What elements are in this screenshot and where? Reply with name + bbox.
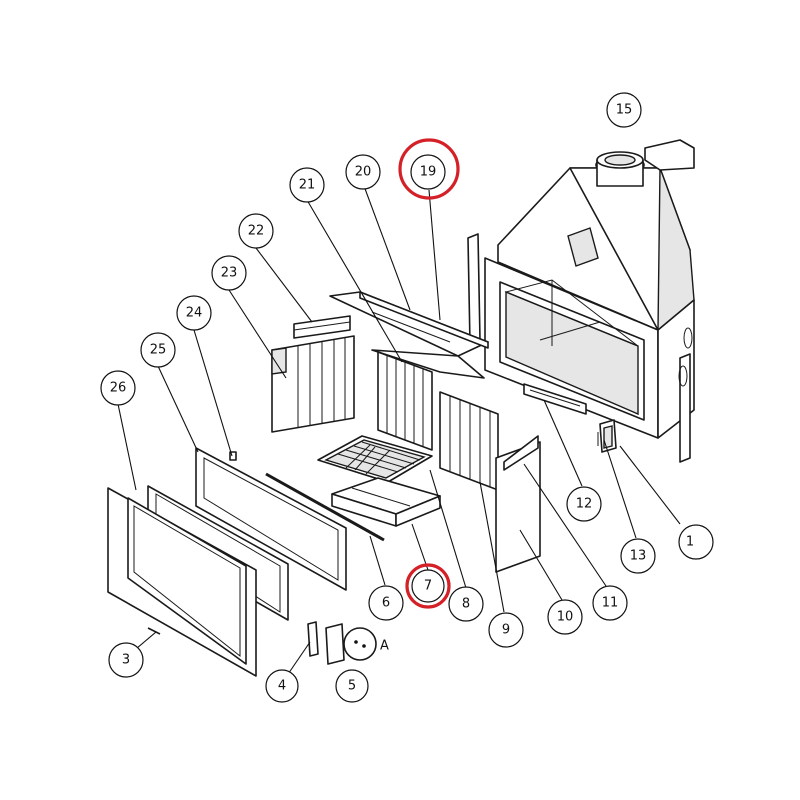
door-frame bbox=[195, 447, 347, 591]
callout-10: 10 bbox=[547, 599, 583, 635]
callout-label: 12 bbox=[576, 497, 593, 512]
leader-lines bbox=[117, 185, 681, 681]
callout-25: 25 bbox=[140, 332, 176, 368]
callout-label: 7 bbox=[424, 579, 432, 594]
fireplace-body bbox=[467, 139, 695, 463]
callout-8: 8 bbox=[448, 586, 484, 622]
callout-11: 11 bbox=[592, 585, 628, 621]
callout-9: 9 bbox=[488, 612, 524, 648]
side-panel-10 bbox=[495, 435, 541, 573]
callout-4: 4 bbox=[265, 669, 299, 703]
callout-1: 1 bbox=[678, 524, 714, 560]
callout-label: 9 bbox=[502, 623, 510, 638]
bracket-parts bbox=[523, 383, 617, 453]
callout-label: 5 bbox=[348, 679, 356, 694]
grate bbox=[317, 435, 433, 483]
callout-label: 19 bbox=[420, 165, 437, 180]
highlight-ring bbox=[405, 563, 451, 609]
callout-5: 5 bbox=[335, 669, 369, 703]
rod-part-6 bbox=[265, 472, 385, 542]
handle-parts bbox=[307, 621, 377, 665]
ash-tray bbox=[331, 477, 441, 527]
callout-label: 20 bbox=[355, 165, 372, 180]
callout-26: 26 bbox=[100, 370, 136, 406]
highlight-ring bbox=[398, 138, 460, 200]
deflector-plates bbox=[329, 291, 489, 379]
callout-label: 8 bbox=[462, 597, 470, 612]
callout-label: 6 bbox=[382, 596, 390, 611]
rear-panel bbox=[377, 351, 433, 451]
part-22 bbox=[293, 315, 351, 339]
callout-23: 23 bbox=[211, 255, 247, 291]
callout-7: 7 bbox=[405, 563, 451, 609]
callout-label: 26 bbox=[110, 381, 127, 396]
callout-label: 15 bbox=[616, 103, 633, 118]
detail-label: A bbox=[380, 639, 389, 654]
callout-label: 23 bbox=[221, 266, 238, 281]
callout-19: 19 bbox=[398, 138, 460, 200]
callout-label: 4 bbox=[278, 679, 286, 694]
side-panel-right bbox=[439, 391, 499, 491]
callout-label: 24 bbox=[186, 306, 203, 321]
outer-door-frame bbox=[107, 487, 257, 677]
callout-label: 21 bbox=[299, 178, 316, 193]
callout-20: 20 bbox=[345, 154, 381, 190]
callout-13: 13 bbox=[620, 538, 656, 574]
side-panel-left bbox=[271, 335, 355, 433]
hinge-pin bbox=[147, 627, 161, 635]
callout-label: 11 bbox=[602, 596, 619, 611]
callout-24: 24 bbox=[176, 295, 212, 331]
callout-21: 21 bbox=[289, 167, 325, 203]
callout-22: 22 bbox=[238, 213, 274, 249]
callout-6: 6 bbox=[368, 585, 404, 621]
callout-label: 3 bbox=[122, 653, 130, 668]
callout-label: 22 bbox=[248, 224, 265, 239]
callout-15: 15 bbox=[606, 92, 642, 128]
callout-3: 3 bbox=[108, 642, 144, 678]
callout-label: 25 bbox=[150, 343, 167, 358]
callout-label: 10 bbox=[557, 610, 574, 625]
callout-12: 12 bbox=[566, 486, 602, 522]
callout-label: 13 bbox=[630, 549, 647, 564]
callout-label: 1 bbox=[686, 535, 694, 550]
